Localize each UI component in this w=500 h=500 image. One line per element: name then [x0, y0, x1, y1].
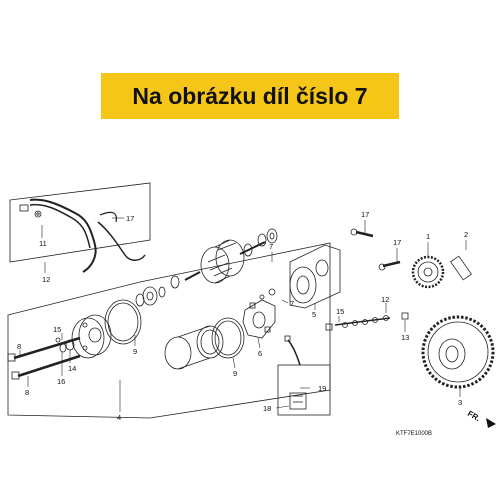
- callout-12-lower: 13: [401, 333, 409, 342]
- banner-title: Na obrázku díl číslo 7: [132, 82, 368, 109]
- callout-4: 4: [117, 413, 121, 422]
- callout-7-upper: 7: [269, 242, 273, 251]
- callout-9-right: 9: [233, 369, 237, 378]
- callout-2: 2: [464, 230, 468, 239]
- front-cover: [71, 314, 112, 359]
- callout-12-upper: 12: [381, 295, 389, 304]
- callout-14-lower: 16: [57, 377, 65, 386]
- callout-3: 3: [458, 398, 462, 407]
- long-bolt-upper: [13, 336, 81, 360]
- long-bolt-lower: [17, 354, 81, 378]
- motor-yoke: [164, 325, 224, 370]
- highlight-banner: Na obrázku díl číslo 7: [101, 73, 399, 119]
- callout-17-upper: 17: [361, 210, 369, 219]
- brush-kit-frame: [277, 364, 331, 416]
- callout-13: 14: [68, 364, 76, 373]
- callout-5: 6: [258, 349, 262, 358]
- callout-1: 1: [426, 232, 430, 241]
- callout-11: 12: [42, 275, 50, 284]
- callout-8-lower: 8: [25, 388, 29, 397]
- svg-text:FR.: FR.: [466, 409, 482, 423]
- callout-6: 5: [312, 310, 316, 319]
- wire-harness: [29, 198, 97, 273]
- armature: [184, 239, 266, 284]
- callout-16: 17: [126, 214, 134, 223]
- callout-18: 18: [263, 404, 271, 413]
- callout-14-upper: 15: [53, 325, 61, 334]
- callout-8-upper: 8: [17, 342, 21, 351]
- gear-shaft: [450, 255, 472, 281]
- callout-15: 15: [336, 307, 344, 316]
- callout-9-left: 9: [133, 347, 137, 356]
- callout-19: 19: [318, 384, 326, 393]
- front-direction-arrow: FR.: [466, 409, 496, 428]
- o-ring-right: [211, 317, 245, 359]
- brush-holder: [242, 299, 276, 339]
- callout-7-lower: 7: [290, 299, 294, 308]
- rear-housing: [289, 244, 341, 309]
- diagram-code: KTF7E1000B: [396, 431, 432, 437]
- callout-17-lower: 17: [393, 238, 401, 247]
- starter-driven-gear: [421, 315, 495, 389]
- reduction-gear: [411, 255, 445, 289]
- wire-harness-frame: [9, 182, 151, 263]
- o-ring-left: [104, 299, 142, 345]
- callout-10: 11: [39, 239, 47, 248]
